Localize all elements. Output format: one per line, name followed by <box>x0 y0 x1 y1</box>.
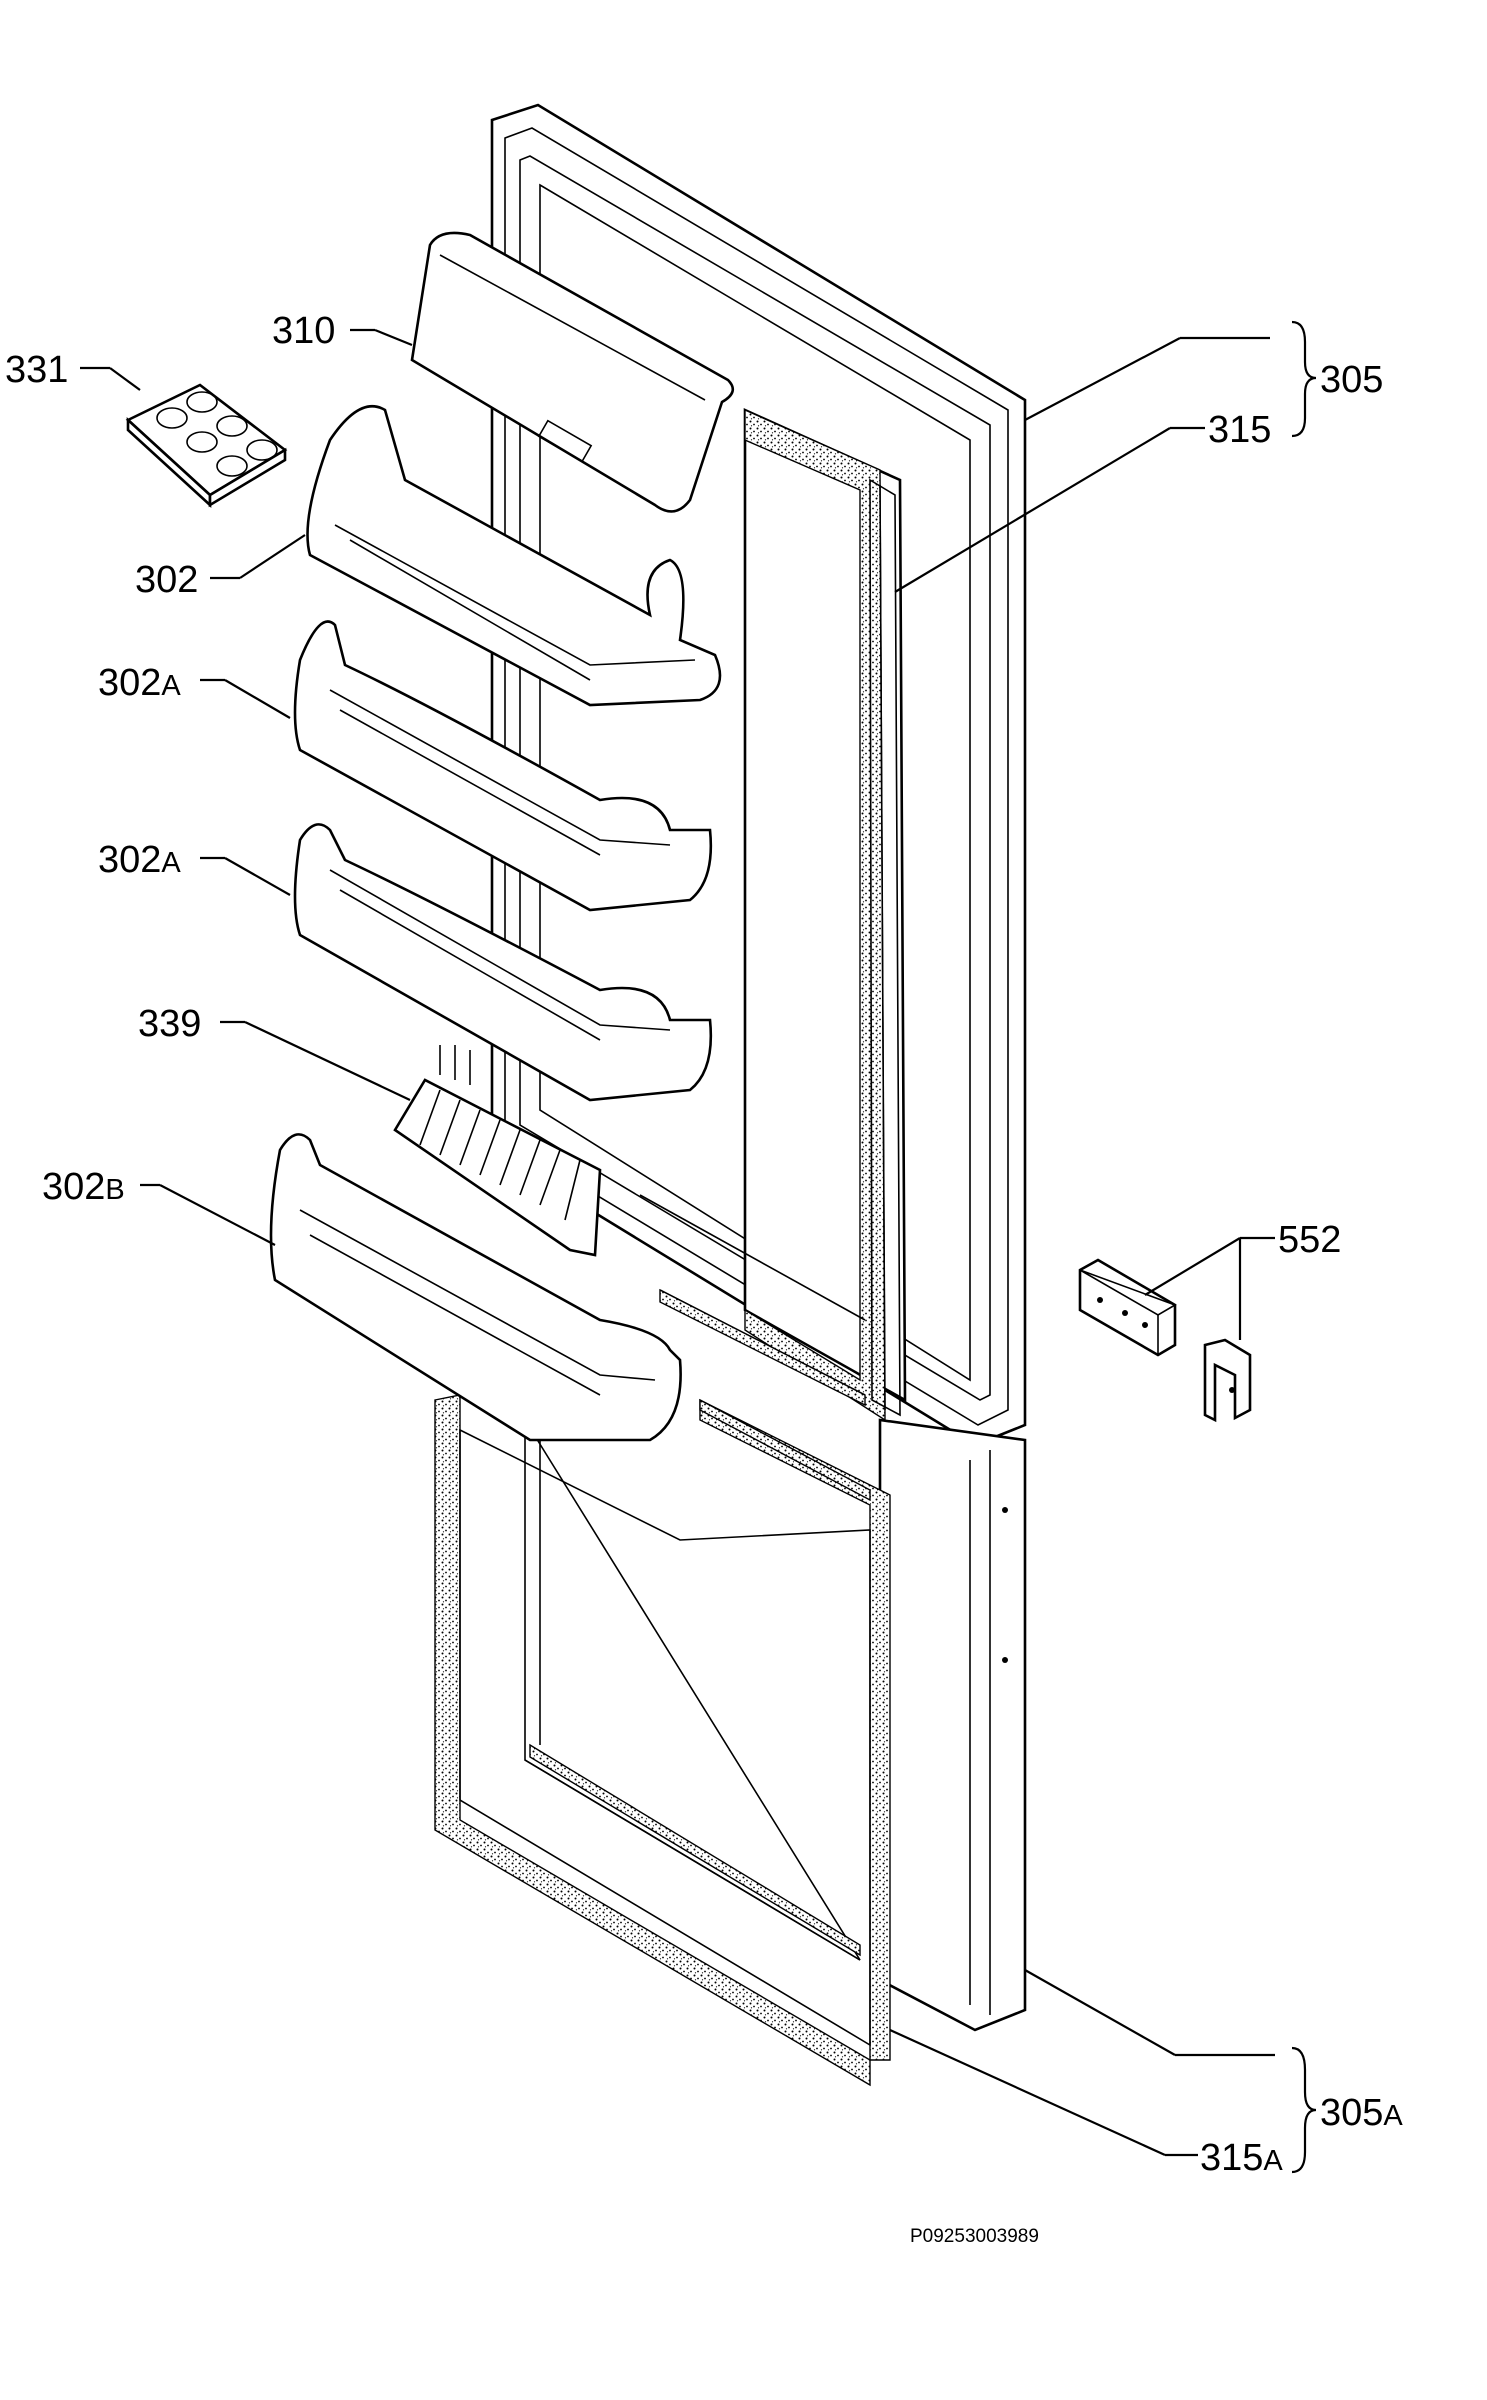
callout-305: 305 <box>1320 359 1383 401</box>
bottle-retainer-339[interactable] <box>393 1045 602 1257</box>
freezer-gasket-315a <box>434 1394 891 2087</box>
brace-305a <box>1291 2046 1317 2174</box>
door-gasket-315 <box>744 408 901 1422</box>
door-bin-302a-upper[interactable] <box>293 620 713 912</box>
door-bin-302b[interactable] <box>269 1133 682 1442</box>
door-bin-302[interactable] <box>306 404 722 707</box>
leader-lines <box>80 328 1275 2157</box>
callout-302a-lower: 302A <box>98 839 181 881</box>
drawing-code: P09253003989 <box>910 2226 1039 2247</box>
callout-315: 315 <box>1208 409 1271 451</box>
callout-302b: 302B <box>42 1166 125 1208</box>
brace-305 <box>1291 320 1317 438</box>
hinge-set-552[interactable] <box>1078 1258 1252 1423</box>
callout-339: 339 <box>138 1003 201 1045</box>
callout-305a: 305A <box>1320 2092 1403 2134</box>
dairy-lid-310[interactable] <box>410 231 735 513</box>
callout-310: 310 <box>272 310 335 352</box>
freezer-door <box>434 1394 1027 2087</box>
callout-302: 302 <box>135 559 198 601</box>
callout-552: 552 <box>1278 1219 1341 1261</box>
callout-331: 331 <box>5 349 68 391</box>
callout-302a-upper: 302A <box>98 662 181 704</box>
egg-tray-331[interactable] <box>125 383 288 508</box>
callout-315a: 315A <box>1200 2137 1283 2179</box>
door-bin-302a-lower[interactable] <box>293 823 713 1102</box>
